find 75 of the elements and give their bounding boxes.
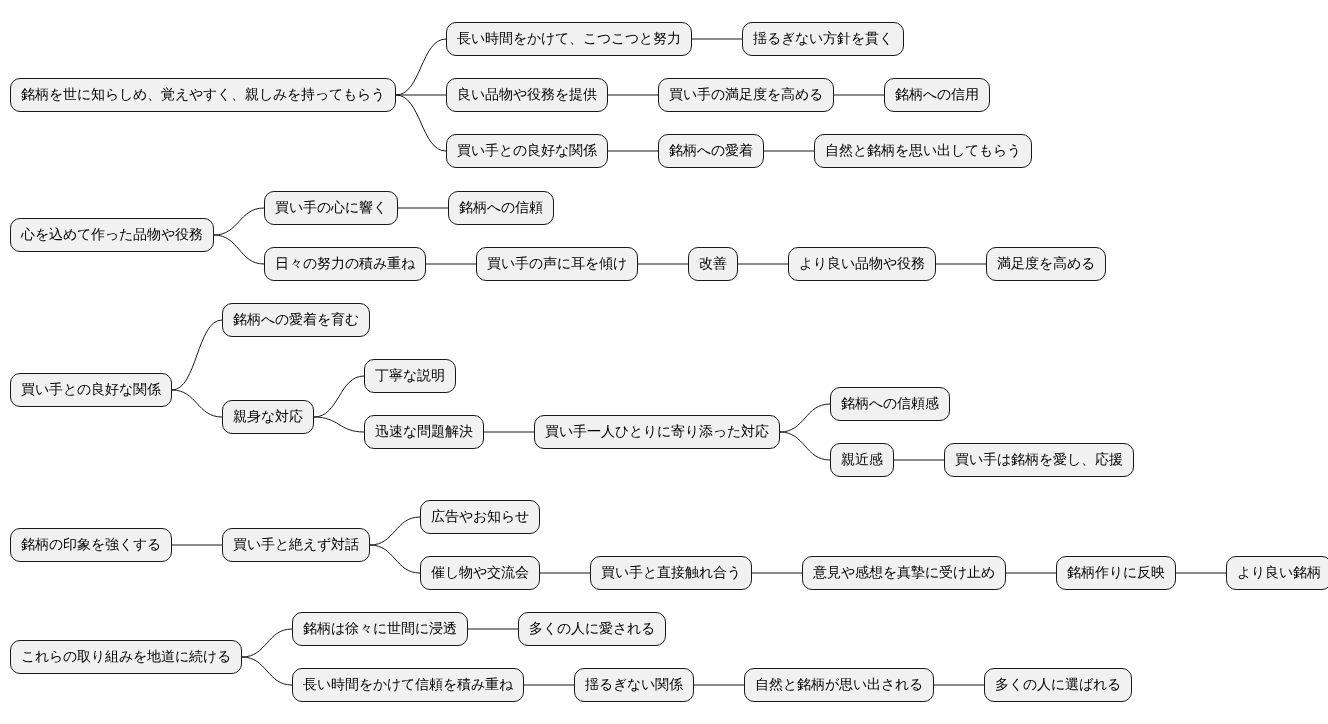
topic-box: 銘柄への愛着を育む [222, 303, 370, 337]
topic-box: 揺るぎない関係 [574, 668, 694, 702]
connector-line [691, 38, 743, 40]
connector-line [607, 94, 659, 96]
topic-box: より良い品物や役務 [788, 247, 936, 281]
topic-box: 迅速な問題解決 [364, 415, 484, 449]
topic-box: 催し物や交流会 [420, 556, 540, 590]
connector-line [483, 431, 535, 433]
topic-box: 自然と銘柄を思い出してもらう [814, 134, 1032, 168]
connector-line [833, 94, 885, 96]
topic-box: 買い手と直接触れ合う [590, 556, 752, 590]
connector-line [1005, 572, 1057, 574]
connector-line [779, 431, 831, 461]
topic-box: 買い手一人ひとりに寄り添った対応 [534, 415, 780, 449]
topic-box: 揺るぎない方針を貫く [742, 22, 904, 56]
topic-box: 親近感 [830, 443, 894, 477]
topic-box: 多くの人に愛される [518, 612, 666, 646]
connector-line [395, 94, 447, 152]
connector-line [737, 263, 789, 265]
connector-line [171, 319, 223, 391]
topic-box: 広告やお知らせ [420, 500, 540, 534]
connector-line [763, 150, 815, 152]
connector-line [213, 234, 265, 265]
topic-box: 買い手との良好な関係 [446, 134, 608, 168]
topic-box: より良い銘柄 [1226, 556, 1328, 590]
topic-box: 意見や感想を真摯に受け止め [802, 556, 1006, 590]
connector-line [1175, 572, 1227, 574]
connector-line [171, 389, 223, 418]
topic-box: 長い時間をかけて信頼を積み重ね [292, 668, 524, 702]
connector-line [369, 544, 421, 574]
connector-line [213, 207, 265, 236]
topic-box: 買い手との良好な関係 [10, 373, 172, 407]
topic-box: 多くの人に選ばれる [984, 668, 1132, 702]
connector-line [933, 684, 985, 686]
connector-line [935, 263, 987, 265]
topic-box: 銘柄への信頼感 [830, 387, 950, 421]
connector-line [751, 572, 803, 574]
topic-box: 銘柄への信用 [884, 78, 990, 112]
topic-box: 買い手の心に響く [264, 191, 398, 225]
connector-line [171, 544, 223, 546]
connector-line [397, 207, 449, 209]
connector-line [241, 656, 293, 686]
connector-line [369, 516, 421, 546]
topic-box: 銘柄への愛着 [658, 134, 764, 168]
topic-box: 満足度を高める [986, 247, 1106, 281]
topic-box: 買い手の声に耳を傾け [476, 247, 638, 281]
connector-line [313, 375, 365, 418]
topic-box: 買い手と絶えず対話 [222, 528, 370, 562]
connector-line [313, 416, 365, 433]
connector-line [637, 263, 689, 265]
topic-box: 自然と銘柄が思い出される [744, 668, 934, 702]
topic-box: 銘柄は徐々に世間に浸透 [292, 612, 468, 646]
connector-line [539, 572, 591, 574]
topic-box: 銘柄の印象を強くする [10, 528, 172, 562]
connector-line [425, 263, 477, 265]
topic-box: 良い品物や役務を提供 [446, 78, 608, 112]
topic-box: 日々の努力の積み重ね [264, 247, 426, 281]
connector-line [779, 403, 831, 433]
topic-box: 銘柄への信頼 [448, 191, 554, 225]
topic-box: 買い手は銘柄を愛し、応援 [944, 443, 1134, 477]
topic-box: 心を込めて作った品物や役務 [10, 218, 214, 252]
connector-line [467, 628, 519, 630]
connector-line [693, 684, 745, 686]
connector-line [395, 94, 447, 96]
topic-box: 銘柄作りに反映 [1056, 556, 1176, 590]
topic-box: これらの取り組みを地道に続ける [10, 640, 242, 674]
topic-box: 丁寧な説明 [364, 359, 456, 393]
connector-line [893, 459, 945, 461]
topic-box: 親身な対応 [222, 400, 314, 434]
topic-box: 改善 [688, 247, 738, 281]
topic-box: 銘柄を世に知らしめ、覚えやすく、親しみを持ってもらう [10, 78, 396, 112]
topic-box: 長い時間をかけて、こつこつと努力 [446, 22, 692, 56]
topic-box: 買い手の満足度を高める [658, 78, 834, 112]
connector-line [523, 684, 575, 686]
connector-line [607, 150, 659, 152]
